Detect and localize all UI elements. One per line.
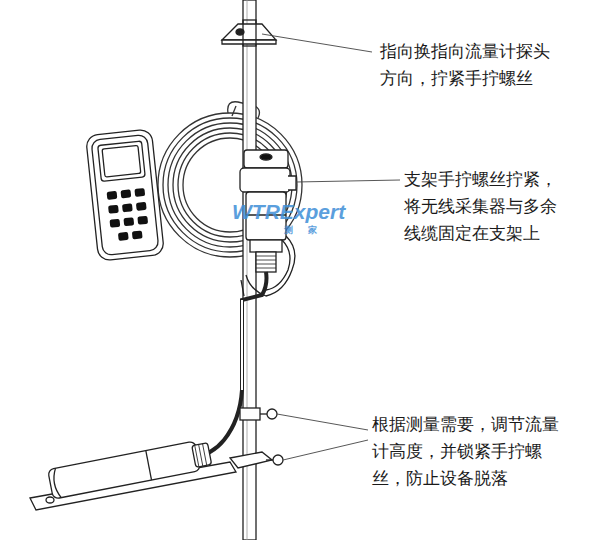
watermark: WTRExpert [232,200,345,224]
callout-text: 支架手拧螺丝拧紧， 将无线采集器与多余 线缆固定在支架上 [404,166,564,247]
watermark: 测 家 [284,224,323,237]
callout-text: 根据测量需要，调节流量 计高度，并锁紧手拧螺 丝，防止设备脱落 [372,411,566,492]
callout-text: 指向换指向流量计探头 方向，拧紧手拧螺丝 [380,38,557,92]
